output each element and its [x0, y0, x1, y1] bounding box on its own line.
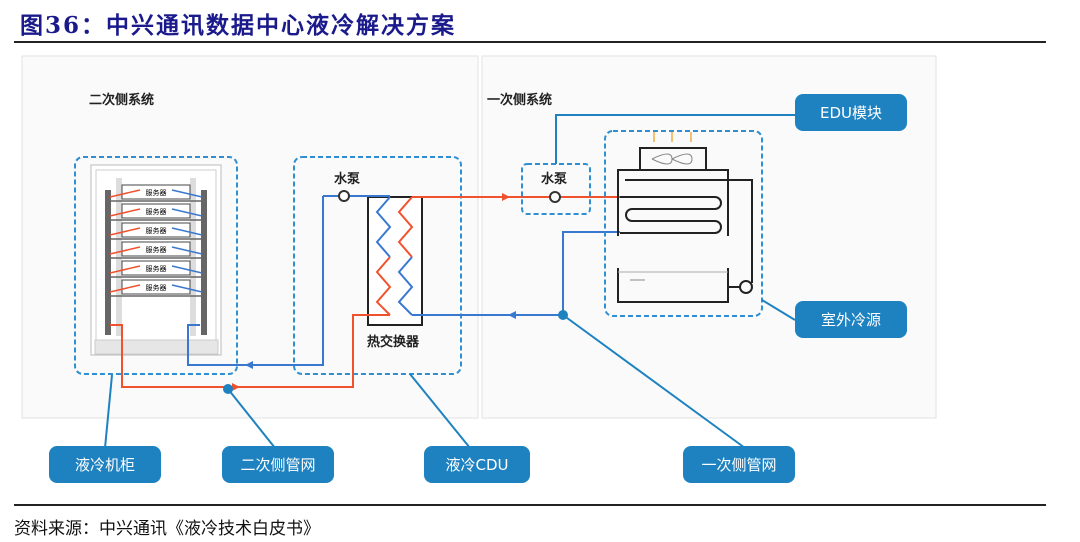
callout-edu-module: EDU模块 [795, 94, 907, 131]
server-unit: 服务器 [105, 279, 207, 297]
callout-secondary-pipe-network: 二次侧管网 [222, 446, 334, 483]
right-manifold [201, 190, 207, 335]
heat-exchanger-label: 热交换器 [367, 335, 420, 350]
server-label: 服务器 [146, 264, 167, 273]
primary-cold-pipe [412, 231, 620, 316]
figure-title: 图36：中兴通讯数据中心液冷解决方案 [20, 12, 457, 39]
callout-outdoor-cold-source: 室外冷源 [795, 301, 907, 338]
bottom-rule [14, 504, 1046, 506]
callout-primary-pipe-network: 一次侧管网 [683, 446, 795, 483]
cabinet-dashed-box [74, 156, 238, 375]
top-rule [14, 41, 1046, 43]
server-unit: 服务器 [105, 203, 207, 221]
cooling-tower-dashed-box [604, 130, 763, 317]
cdu-pump-icon [338, 190, 350, 202]
heat-exchanger [367, 196, 423, 326]
primary-pump-label: 水泵 [541, 172, 568, 187]
server-label: 服务器 [146, 188, 167, 197]
server-unit: 服务器 [105, 184, 207, 202]
primary-pump-icon [549, 191, 561, 203]
server-label: 服务器 [146, 207, 167, 216]
left-manifold [105, 190, 111, 335]
callout-liquid-cabinet: 液冷机柜 [49, 446, 161, 483]
server-label: 服务器 [146, 226, 167, 235]
server-unit: 服务器 [105, 260, 207, 278]
server-label: 服务器 [146, 245, 167, 254]
cooling-tower [617, 147, 753, 303]
primary-system-label: 一次侧系统 [487, 93, 553, 108]
cdu-dashed-box [293, 156, 462, 375]
secondary-cold-pipe [187, 196, 324, 366]
server-unit: 服务器 [105, 241, 207, 259]
callout-liquid-cdu: 液冷CDU [424, 446, 530, 483]
cdu-pump-label: 水泵 [334, 172, 361, 187]
server-label: 服务器 [146, 283, 167, 292]
figure-source: 资料来源：中兴通讯《液冷技术白皮书》 [14, 519, 320, 539]
server-unit: 服务器 [105, 222, 207, 240]
secondary-system-label: 二次侧系统 [89, 93, 155, 108]
